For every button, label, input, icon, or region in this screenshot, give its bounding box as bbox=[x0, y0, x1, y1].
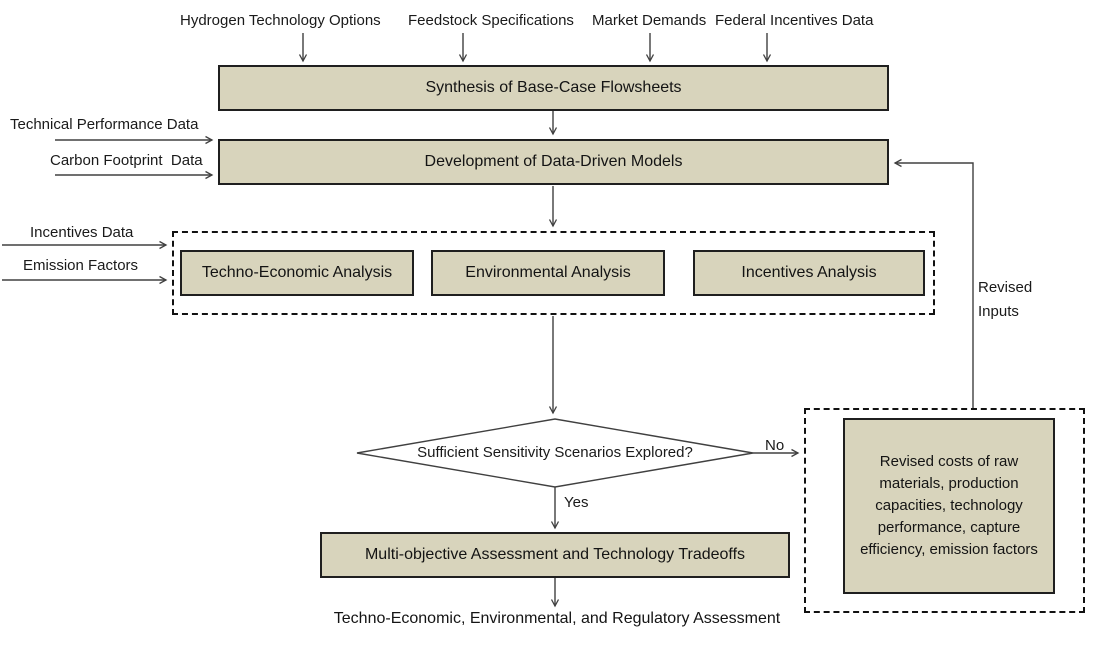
input-label-emission-factors: Emission Factors bbox=[23, 257, 139, 274]
arrow-feedback-revised-inputs bbox=[893, 158, 974, 408]
input-label-feedstock-specifications: Feedstock Specifications bbox=[408, 12, 574, 29]
input-label-federal-incentives-data: Federal Incentives Data bbox=[715, 12, 874, 29]
revised-inputs-dashed-container bbox=[804, 408, 1085, 613]
revised-inputs-label: Revised Inputs bbox=[978, 279, 1033, 320]
analysis-box-environmental-label: Environmental Analysis bbox=[465, 264, 631, 281]
input-label-carbon-footprint-data: Carbon Footprint Data bbox=[50, 152, 203, 169]
analysis-box-techno-economic: Techno-Economic Analysis bbox=[180, 250, 414, 296]
analysis-box-incentives-label: Incentives Analysis bbox=[741, 264, 877, 281]
revised-costs-box-label: Revised costs of raw materials, producti… bbox=[860, 453, 1038, 558]
decision-question: Sufficient Sensitivity Scenarios Explore… bbox=[417, 444, 693, 461]
process-box-multi-objective-label: Multi-objective Assessment and Technolog… bbox=[364, 546, 746, 563]
revised-costs-box: Revised costs of raw materials, producti… bbox=[843, 418, 1055, 594]
process-box-synthesis-label: Synthesis of Base-Case Flowsheets bbox=[425, 79, 682, 96]
branch-label-no: No bbox=[765, 437, 785, 454]
analysis-box-incentives: Incentives Analysis bbox=[693, 250, 925, 296]
input-label-incentives-data: Incentives Data bbox=[30, 224, 134, 241]
analysis-box-environmental: Environmental Analysis bbox=[431, 250, 665, 296]
input-label-market-demands: Market Demands bbox=[592, 12, 707, 29]
process-box-multi-objective: Multi-objective Assessment and Technolog… bbox=[320, 532, 790, 578]
analysis-box-techno-economic-label: Techno-Economic Analysis bbox=[201, 264, 393, 281]
analysis-dashed-container bbox=[172, 231, 935, 315]
input-label-hydrogen-technology-options: Hydrogen Technology Options bbox=[180, 12, 381, 29]
process-box-development-label: Development of Data-Driven Models bbox=[424, 153, 683, 170]
branch-label-yes: Yes bbox=[564, 494, 589, 511]
output-assessment-label: Techno-Economic, Environmental, and Regu… bbox=[333, 610, 781, 627]
input-label-technical-performance-data: Technical Performance Data bbox=[10, 116, 199, 133]
process-box-development: Development of Data-Driven Models bbox=[218, 139, 889, 185]
process-box-synthesis: Synthesis of Base-Case Flowsheets bbox=[218, 65, 889, 111]
